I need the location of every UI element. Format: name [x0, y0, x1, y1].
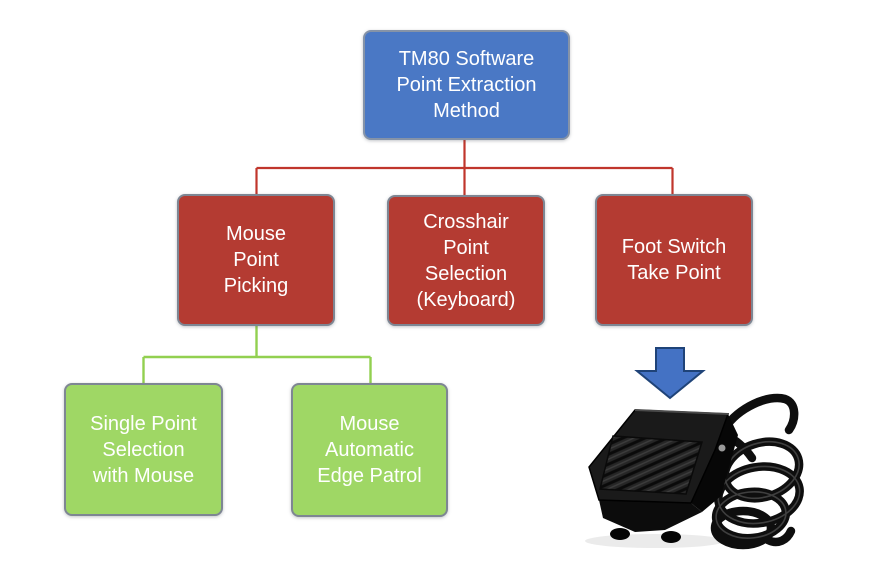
green-connectors: [142, 326, 372, 383]
red-connectors: [255, 140, 674, 196]
node-root-tm80-method: TM80 Software Point Extraction Method: [363, 30, 570, 140]
hinge-screw: [718, 444, 726, 452]
node-mouse-point-picking: Mouse Point Picking: [177, 194, 335, 326]
node-foot-switch-take-point: Foot Switch Take Point: [595, 194, 753, 326]
down-arrow-icon: [634, 347, 706, 400]
pedal-shadow: [585, 534, 725, 548]
node-single-point-selection: Single Point Selection with Mouse: [64, 383, 223, 516]
cable-highlights: [715, 440, 801, 539]
pedal-body: [588, 409, 738, 543]
node-mouse-edge-patrol: Mouse Automatic Edge Patrol: [291, 383, 448, 517]
node-crosshair-selection: Crosshair Point Selection (Keyboard): [387, 195, 545, 326]
foot-switch-photo: [585, 393, 804, 550]
pedal-ribbed-pad: [599, 435, 703, 495]
